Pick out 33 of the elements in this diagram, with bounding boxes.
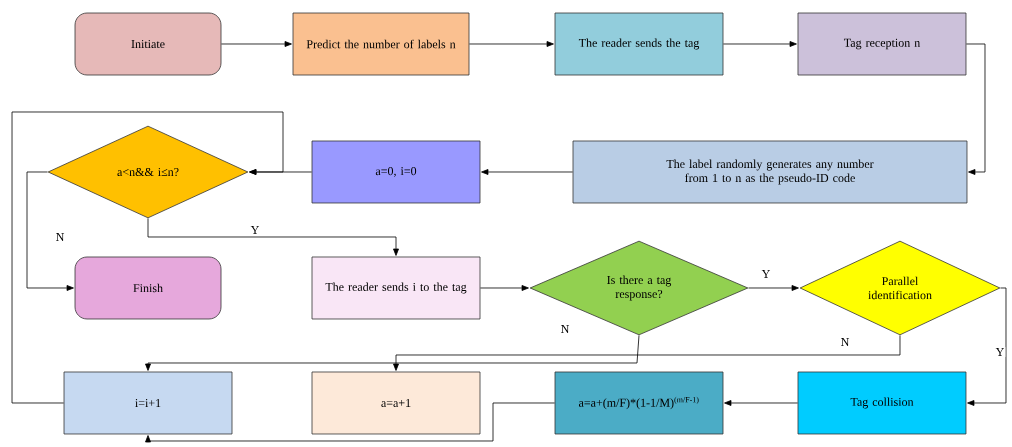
arrow <box>966 43 986 175</box>
arrow <box>748 285 799 291</box>
arrow <box>724 400 798 406</box>
arrow <box>393 335 901 371</box>
arrow <box>480 285 529 291</box>
terminal-box: Initiate <box>74 12 222 76</box>
arrow <box>967 287 1007 406</box>
arrow <box>481 169 573 175</box>
edge-label: Y <box>249 225 261 235</box>
arrow <box>147 218 399 256</box>
edge-label: N <box>839 337 851 347</box>
process-box: The label randomly generates any number from 1 to n as the pseudo-ID code <box>572 140 968 204</box>
process-box: Tag reception n <box>797 12 967 76</box>
process-box: a=a+(m/F)*(1-1/M)$^{(m/F-1)}$ <box>554 371 724 435</box>
process-box: Tag collision <box>797 371 967 435</box>
arrow <box>145 335 640 371</box>
arrow <box>26 171 74 291</box>
process-box: The reader sends i to the tag <box>311 256 481 320</box>
edge-label: Y <box>994 347 1006 357</box>
process-box: Predict the number of labels n <box>292 12 470 76</box>
arrow <box>723 41 797 47</box>
arrow <box>221 41 292 47</box>
edge-label: Y <box>760 269 772 279</box>
process-box: The reader sends the tag <box>554 12 724 76</box>
edge-label: N <box>54 232 66 242</box>
process-box: a=a+1 <box>311 371 481 435</box>
edge-label: N <box>559 324 571 334</box>
process-box: a=0, i=0 <box>311 140 481 204</box>
arrow <box>11 111 284 404</box>
arrow <box>145 402 555 443</box>
process-box: i=i+1 <box>63 371 233 435</box>
arrow <box>469 41 554 47</box>
terminal-box: Finish <box>74 256 222 320</box>
